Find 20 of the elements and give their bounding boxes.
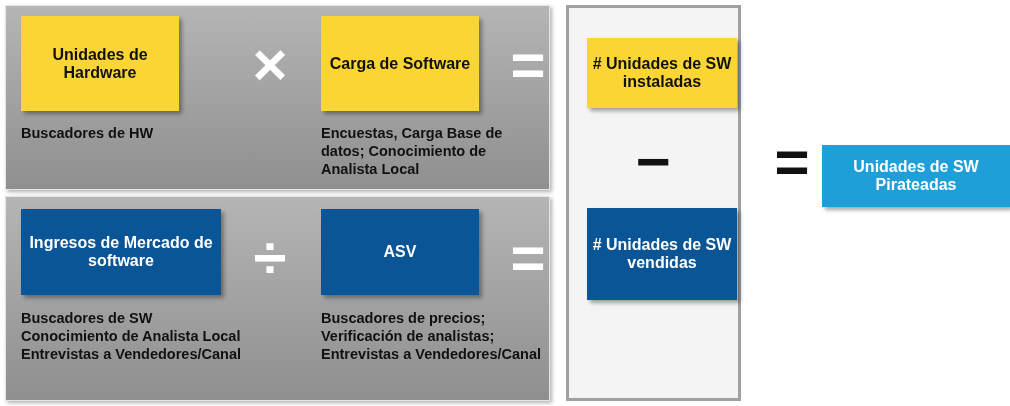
input-box: # Unidades de SW vendidas [587,208,737,300]
operator-sign: = [509,228,547,288]
source-note: Encuestas, Carga Base de datos; Conocimiento de Analista Local [321,124,504,178]
panel [5,196,550,401]
operator-sign: = [773,132,811,192]
input-box: # Unidades de SW instaladas [587,38,737,108]
source-note: Buscadores de precios; Verificación de analistas; Entrevistas a Vendedores/Canal [321,309,542,363]
input-box: Carga de Software [321,16,479,111]
operator-sign: = [509,35,547,95]
operator-sign: − [634,132,672,192]
source-note: Buscadores de SW Conocimiento de Analista Local Entrevistas a Vendedores/Canal [21,309,242,363]
operator-sign: ÷ [252,228,288,288]
result-box: Unidades de SW Pirateadas [822,145,1010,207]
source-note: Buscadores de HW [21,124,155,142]
operator-sign: × [251,35,289,95]
input-box: Ingresos de Mercado de software [21,209,221,295]
panel [5,5,550,190]
column-panel [566,5,741,401]
input-box: Unidades de Hardware [21,16,179,111]
input-box: ASV [321,209,479,295]
